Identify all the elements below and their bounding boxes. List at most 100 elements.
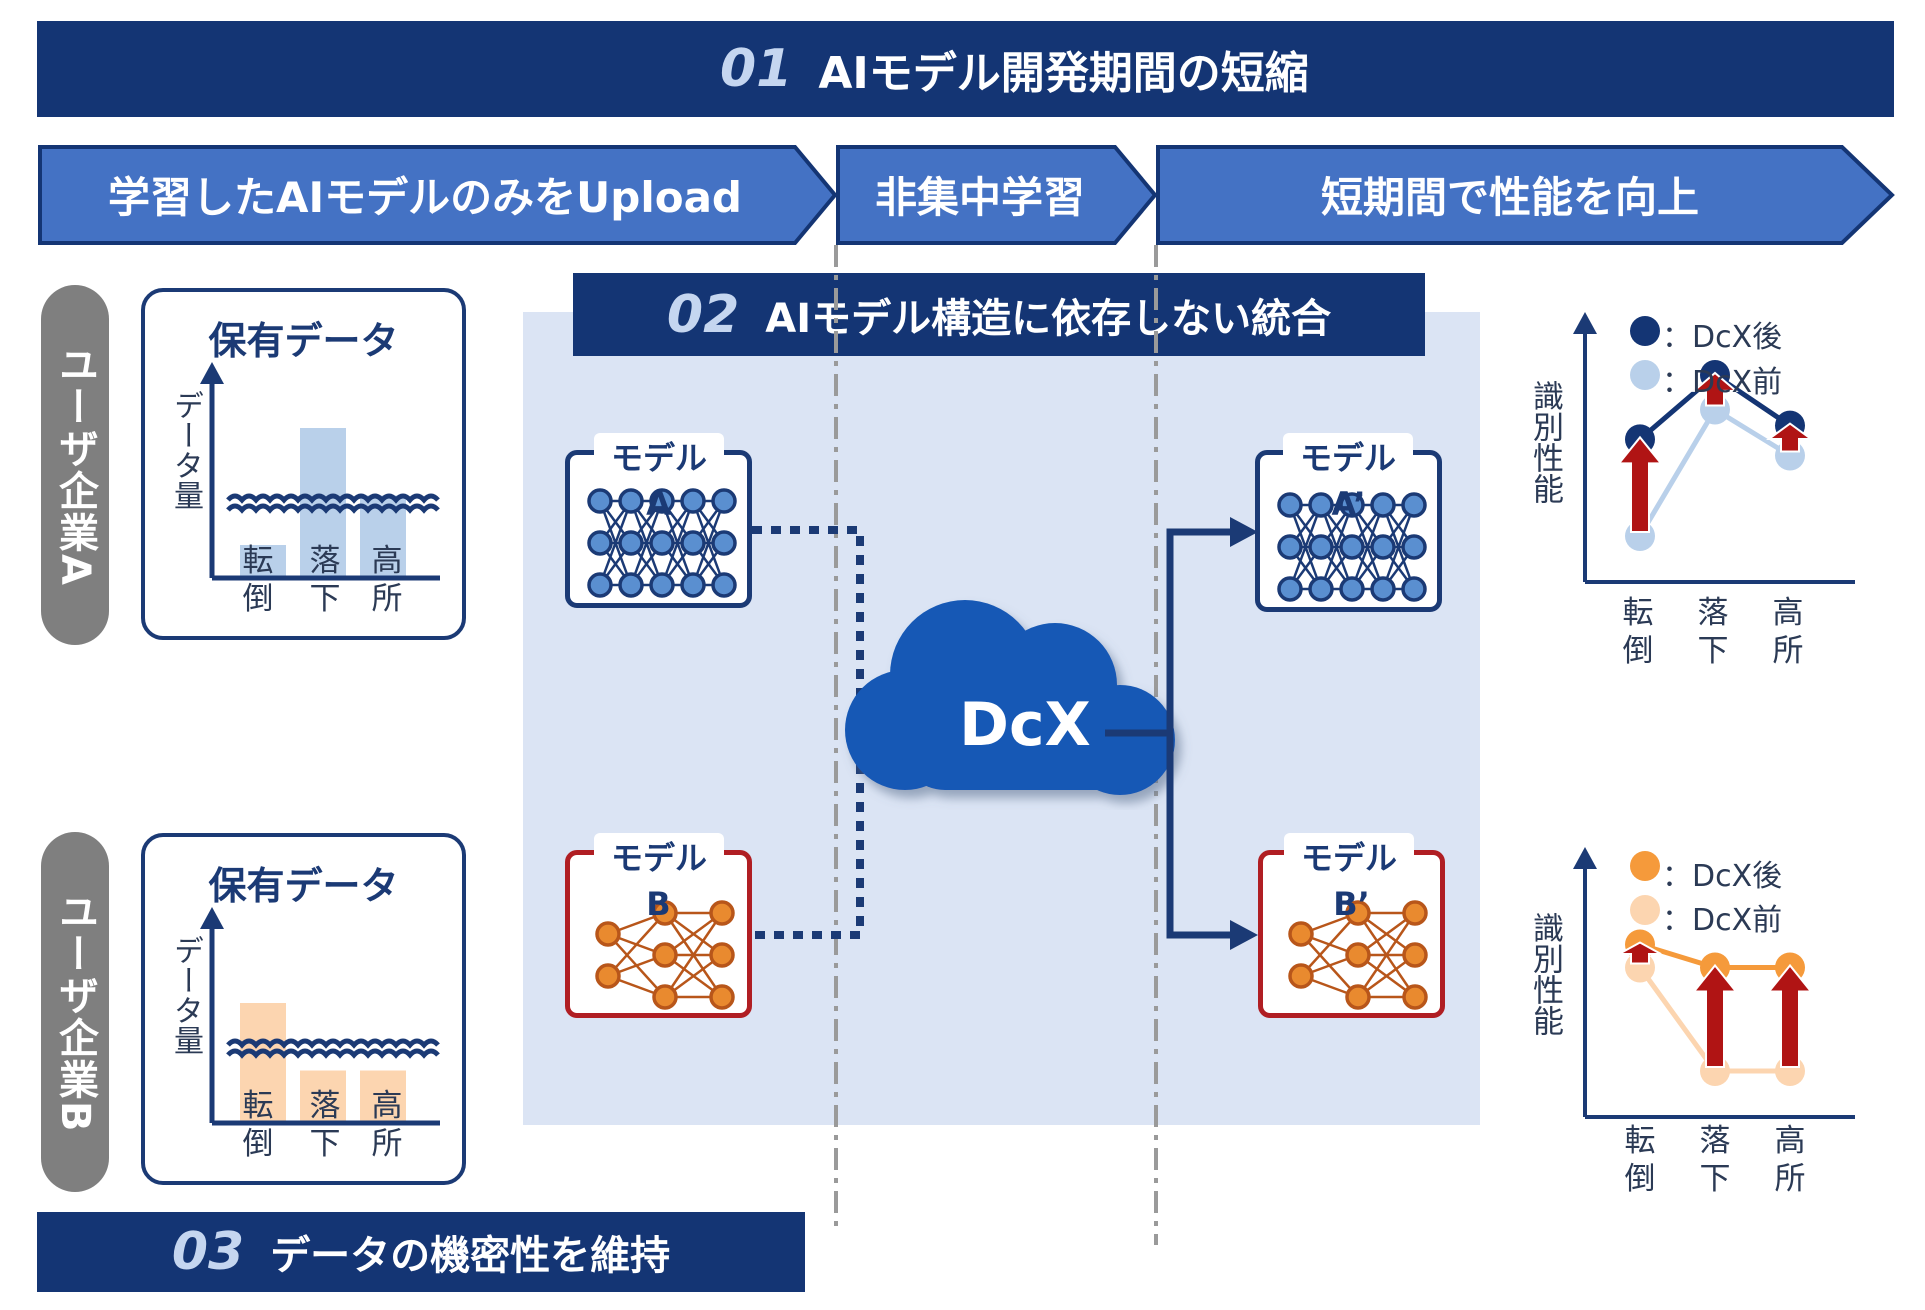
nn-node bbox=[1277, 534, 1303, 560]
data-box-user-b: 保有データ データ量 転倒 落下 高所 bbox=[141, 833, 466, 1185]
step-label-decentralized: 非集中学習 bbox=[874, 173, 1085, 222]
nn-edge bbox=[660, 500, 695, 586]
neural-net-icon bbox=[1277, 492, 1427, 602]
nn-node bbox=[618, 488, 644, 514]
banner-01: 01 AIモデル開発期間の短縮 bbox=[37, 21, 1894, 117]
nn-node bbox=[1288, 921, 1314, 947]
nn-node bbox=[595, 921, 621, 947]
wave-line-top bbox=[226, 493, 440, 504]
user-tab-a: ユーザ企業A bbox=[41, 285, 109, 645]
nn-edge bbox=[629, 500, 664, 586]
nn-node bbox=[587, 530, 613, 556]
step-arrows bbox=[38, 145, 1895, 245]
category-label: 転倒 bbox=[242, 543, 274, 617]
model-b2-title: モデル bbox=[1284, 833, 1414, 879]
nn-node bbox=[1401, 492, 1427, 518]
step-arrow-3-shape bbox=[1156, 145, 1895, 245]
wave-line-bottom bbox=[226, 1048, 440, 1059]
nn-node bbox=[587, 488, 613, 514]
step-arrow-1-shape bbox=[38, 145, 838, 245]
improvement-arrow bbox=[1691, 371, 1739, 407]
nn-node bbox=[652, 984, 678, 1010]
nn-node bbox=[709, 984, 735, 1010]
category-label: 転倒 bbox=[1624, 1123, 1656, 1197]
improvement-arrow bbox=[1618, 941, 1662, 965]
banner-03: 03 データの機密性を維持 bbox=[37, 1212, 805, 1292]
data-bar bbox=[240, 545, 286, 578]
nn-edge bbox=[598, 500, 633, 586]
legend-dot-after bbox=[1630, 851, 1660, 881]
nn-node bbox=[1308, 576, 1334, 602]
nn-node bbox=[711, 488, 737, 514]
data-box-title: 保有データ bbox=[208, 864, 399, 908]
perf-ylabel: 識別性能 bbox=[1527, 912, 1563, 1036]
nn-edge bbox=[1319, 504, 1354, 590]
data-chart-a bbox=[200, 362, 440, 581]
nn-edge bbox=[1288, 504, 1323, 590]
category-label: 落下 bbox=[1697, 595, 1729, 669]
legend-after: ：DcX後 bbox=[1662, 320, 1783, 355]
model-a-sub: A bbox=[646, 485, 671, 523]
perf-chart-1 bbox=[1573, 312, 1855, 584]
legend-dot-before bbox=[1630, 360, 1660, 390]
nn-edge bbox=[607, 912, 666, 977]
nn-node bbox=[1345, 984, 1371, 1010]
nn-node bbox=[618, 572, 644, 598]
legend-before: ：DcX前 bbox=[1662, 365, 1783, 400]
nn-node bbox=[709, 942, 735, 968]
nn-node bbox=[1402, 984, 1428, 1010]
cloud-label: DcX bbox=[959, 690, 1091, 760]
nn-node bbox=[709, 900, 735, 926]
neural-net-icon bbox=[595, 900, 735, 1010]
nn-node bbox=[1370, 492, 1396, 518]
step-arrow-2-shape bbox=[836, 145, 1158, 245]
nn-node bbox=[680, 488, 706, 514]
arrow-to-model-b2 bbox=[1166, 733, 1230, 939]
y-axis-arrow bbox=[200, 907, 224, 929]
banner-01-text: AIモデル開発期間の短縮 bbox=[818, 48, 1309, 99]
category-label: 転倒 bbox=[1622, 595, 1654, 669]
data-bar bbox=[360, 1070, 406, 1123]
nn-edge bbox=[1381, 504, 1416, 590]
category-label: 高所 bbox=[1772, 595, 1804, 669]
neural-net-icon bbox=[587, 488, 737, 598]
nn-node bbox=[1402, 942, 1428, 968]
nn-node bbox=[1345, 900, 1371, 926]
data-amount-label: データ量 bbox=[168, 390, 203, 510]
nn-node bbox=[680, 572, 706, 598]
banner-03-text: データの機密性を維持 bbox=[270, 1233, 671, 1279]
step-label-upload: 学習したAIモデルのみをUpload bbox=[108, 173, 742, 222]
category-label: 高所 bbox=[1774, 1123, 1806, 1197]
banner-03-number: 03 bbox=[171, 1222, 245, 1282]
legend-dot-after bbox=[1630, 316, 1660, 346]
nn-node bbox=[1370, 534, 1396, 560]
category-label: 転倒 bbox=[242, 1088, 274, 1162]
category-label: 落下 bbox=[309, 1088, 341, 1162]
model-a2-sub: A’ bbox=[1331, 485, 1366, 523]
nn-node bbox=[1345, 942, 1371, 968]
legend-dot-before bbox=[1630, 895, 1660, 925]
improvement-arrow bbox=[1616, 435, 1664, 533]
data-box-title: 保有データ bbox=[208, 319, 399, 363]
nn-node bbox=[1308, 492, 1334, 518]
nn-node bbox=[649, 488, 675, 514]
data-bar bbox=[300, 428, 346, 578]
banner-02: 02 AIモデル構造に依存しない統合 bbox=[573, 273, 1425, 356]
banner-01-number: 01 bbox=[720, 39, 793, 99]
arrow-to-model-a2 bbox=[1166, 528, 1230, 935]
y-axis-arrow bbox=[1573, 312, 1597, 334]
banner-02-number: 02 bbox=[666, 284, 740, 345]
model-a2-title: モデル bbox=[1283, 433, 1413, 479]
perf-chart-2 bbox=[1573, 847, 1855, 1119]
nn-node bbox=[711, 530, 737, 556]
category-label: 落下 bbox=[309, 543, 341, 617]
legend-after: ：DcX後 bbox=[1662, 859, 1783, 894]
data-box-user-a: 保有データ データ量 転倒 落下 高所 bbox=[141, 288, 466, 640]
nn-node bbox=[1401, 534, 1427, 560]
nn-node bbox=[680, 530, 706, 556]
nn-node bbox=[652, 900, 678, 926]
nn-node bbox=[1370, 576, 1396, 602]
legend-before: ：DcX前 bbox=[1662, 903, 1783, 938]
arrow-head-model-a2 bbox=[1230, 517, 1258, 547]
improvement-arrow bbox=[1766, 963, 1814, 1068]
